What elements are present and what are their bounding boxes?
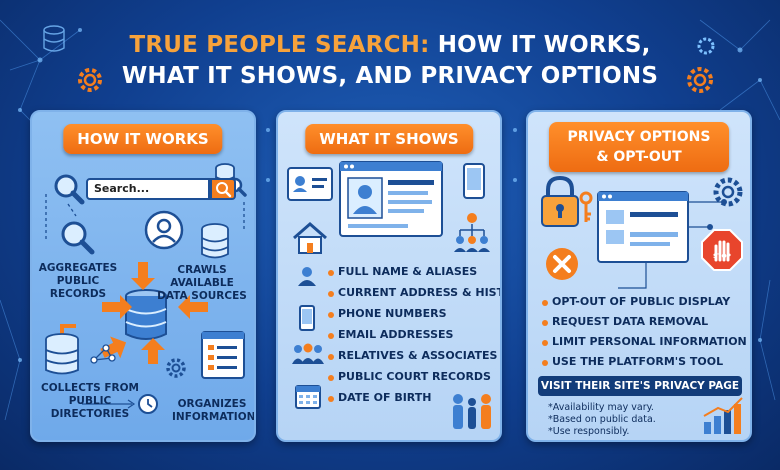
arrow-icon bbox=[100, 262, 208, 364]
list-item: REQUEST DATA REMOVAL bbox=[534, 314, 744, 334]
phone-icon bbox=[299, 305, 315, 331]
database-icon bbox=[201, 223, 229, 259]
list-item: OPT-OUT OF PUBLIC DISPLAY bbox=[534, 294, 744, 314]
what-it-shows-panel: WHAT IT SHOWS bbox=[276, 110, 502, 442]
gear-icon bbox=[78, 68, 102, 92]
what-it-shows-heading: WHAT IT SHOWS bbox=[305, 124, 473, 154]
search-input[interactable]: Search... bbox=[86, 178, 210, 200]
privacy-options-heading: PRIVACY OPTIONS & OPT-OUT bbox=[549, 122, 729, 172]
gear-icon bbox=[697, 37, 715, 55]
how-it-works-diagram bbox=[45, 163, 247, 414]
title-accent: TRUE PEOPLE SEARCH: bbox=[129, 32, 430, 58]
people-group-icon bbox=[453, 394, 491, 429]
calendar-icon bbox=[295, 385, 321, 409]
database-icon bbox=[45, 333, 79, 375]
browser-window-icon bbox=[597, 191, 689, 263]
search-icon bbox=[216, 182, 232, 198]
people-network-icon bbox=[454, 213, 490, 252]
gear-icon bbox=[166, 358, 186, 378]
title-line2: WHAT IT SHOWS, AND PRIVACY OPTIONS bbox=[121, 63, 659, 89]
user-icon bbox=[298, 267, 316, 286]
list-item: PUBLIC COURT RECORDS bbox=[290, 369, 500, 389]
title-line1: HOW IT WORKS, bbox=[437, 32, 651, 58]
magnifier-icon bbox=[61, 221, 95, 255]
list-item: CURRENT ADDRESS & HISTORY bbox=[290, 285, 500, 305]
document-icon bbox=[201, 331, 245, 379]
privacy-illustration: STOP bbox=[541, 175, 743, 434]
privacy-options-panel: PRIVACY OPTIONS & OPT-OUT bbox=[526, 110, 752, 442]
user-icon bbox=[144, 210, 184, 250]
database-icon bbox=[125, 289, 167, 340]
list-item: FULL NAME & ALIASES bbox=[290, 264, 500, 284]
list-item: LIMIT PERSONAL INFORMATION bbox=[534, 334, 747, 354]
how-it-works-panel: HOW IT WORKS bbox=[30, 110, 256, 442]
gear-icon bbox=[713, 177, 743, 207]
page-title: TRUE PEOPLE SEARCH: HOW IT WORKS, WHAT I… bbox=[0, 30, 780, 92]
what-it-shows-illustration bbox=[287, 161, 491, 429]
how-it-works-heading: HOW IT WORKS bbox=[63, 124, 223, 154]
list-item: DATE OF BIRTH bbox=[290, 390, 500, 410]
visit-privacy-page-button[interactable]: VISIT THEIR SITE'S PRIVACY PAGE bbox=[538, 376, 742, 396]
list-item: PHONE NUMBERS bbox=[290, 306, 500, 326]
magnifier-icon bbox=[54, 174, 85, 205]
browser-profile-icon bbox=[339, 161, 443, 237]
house-icon bbox=[293, 222, 327, 254]
gear-icon bbox=[687, 67, 713, 93]
stop-label: STOP bbox=[713, 253, 732, 260]
bar-chart-icon bbox=[703, 397, 743, 434]
family-icon bbox=[292, 343, 324, 364]
id-card-icon bbox=[287, 167, 333, 201]
padlock-icon bbox=[541, 175, 579, 227]
list-item: EMAIL ADDRESSES bbox=[290, 327, 500, 347]
database-icon bbox=[43, 25, 65, 52]
stop-hand-icon bbox=[701, 229, 743, 271]
search-button[interactable] bbox=[210, 178, 236, 200]
list-item: RELATIVES & ASSOCIATES bbox=[290, 348, 500, 368]
smartphone-icon bbox=[463, 163, 485, 199]
key-icon bbox=[579, 191, 593, 222]
close-x-icon bbox=[546, 248, 578, 280]
disclaimer-notes: *Availability may vary. *Based on public… bbox=[548, 402, 656, 437]
list-item: USE THE PLATFORM'S TOOL bbox=[534, 354, 744, 374]
